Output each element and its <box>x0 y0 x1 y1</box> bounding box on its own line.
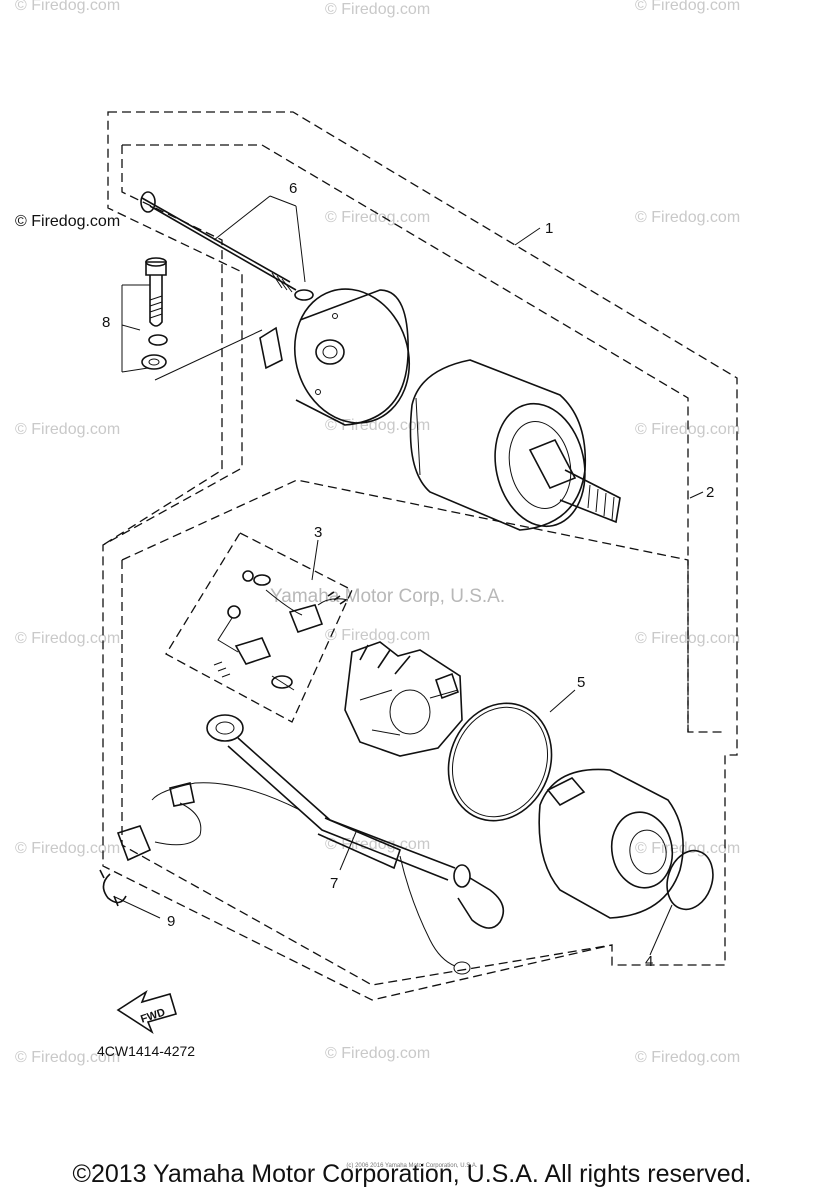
watermark: © Firedog.com <box>325 417 430 434</box>
front-cover <box>538 768 684 919</box>
clip <box>99 869 127 907</box>
callout-5: 5 <box>577 674 585 691</box>
watermark: © Firedog.com <box>15 0 120 14</box>
callout-2: 2 <box>706 484 714 501</box>
callout-numbers: 1 2 3 4 5 6 7 8 9 <box>102 180 714 970</box>
watermark: © Firedog.com <box>325 1 430 18</box>
watermark: © Firedog.com <box>15 1049 120 1066</box>
watermark: © Firedog.com <box>15 213 120 230</box>
watermark: © Firedog.com <box>635 209 740 226</box>
fine-print: (c) 2006 2016 Yamaha Motor Corporation, … <box>346 1163 478 1169</box>
watermark: © Firedog.com <box>325 1045 430 1062</box>
callout-4: 4 <box>645 953 653 970</box>
callout-7: 7 <box>330 875 338 892</box>
fwd-label: FWD <box>139 1007 167 1026</box>
o-ring-small <box>666 849 714 911</box>
watermark: © Firedog.com <box>15 630 120 647</box>
watermark: © Firedog.com <box>325 627 430 644</box>
watermark: © Firedog.com <box>635 840 740 857</box>
copyright-footer: ©2013 Yamaha Motor Corporation, U.S.A. A… <box>72 1160 752 1188</box>
diagram-code: 4CW1414-4272 <box>97 1043 195 1059</box>
assembly-boundary-inner-left <box>102 145 223 546</box>
assembly-boundary-lower-left <box>121 560 613 986</box>
watermark-center: Yamaha Motor Corp, U.S.A. <box>270 586 505 607</box>
watermark: © Firedog.com <box>325 209 430 226</box>
watermark: © Firedog.com <box>635 1049 740 1066</box>
fwd-arrow: FWD <box>116 989 177 1035</box>
leader-lines <box>114 195 704 956</box>
rear-cover <box>259 288 411 426</box>
starter-cable <box>116 714 505 975</box>
brush-kit-boundary <box>165 532 353 723</box>
through-bolt <box>140 191 297 293</box>
armature <box>409 359 621 531</box>
watermark: © Firedog.com <box>635 0 740 14</box>
bolt <box>141 257 168 370</box>
callout-6: 6 <box>289 180 297 197</box>
washer <box>294 289 314 301</box>
o-ring <box>447 702 553 822</box>
watermark: © Firedog.com <box>15 840 120 857</box>
assembly-boundary-inner <box>122 144 725 733</box>
brush-set <box>213 570 349 691</box>
watermark: © Firedog.com <box>15 421 120 438</box>
callout-9: 9 <box>167 913 175 930</box>
brush-holder <box>344 641 463 757</box>
assembly-boundary-lower <box>121 479 689 732</box>
callout-1: 1 <box>545 220 553 237</box>
assembly-boundary-outer <box>102 111 738 1001</box>
callout-8: 8 <box>102 314 110 331</box>
callout-3: 3 <box>314 524 322 541</box>
